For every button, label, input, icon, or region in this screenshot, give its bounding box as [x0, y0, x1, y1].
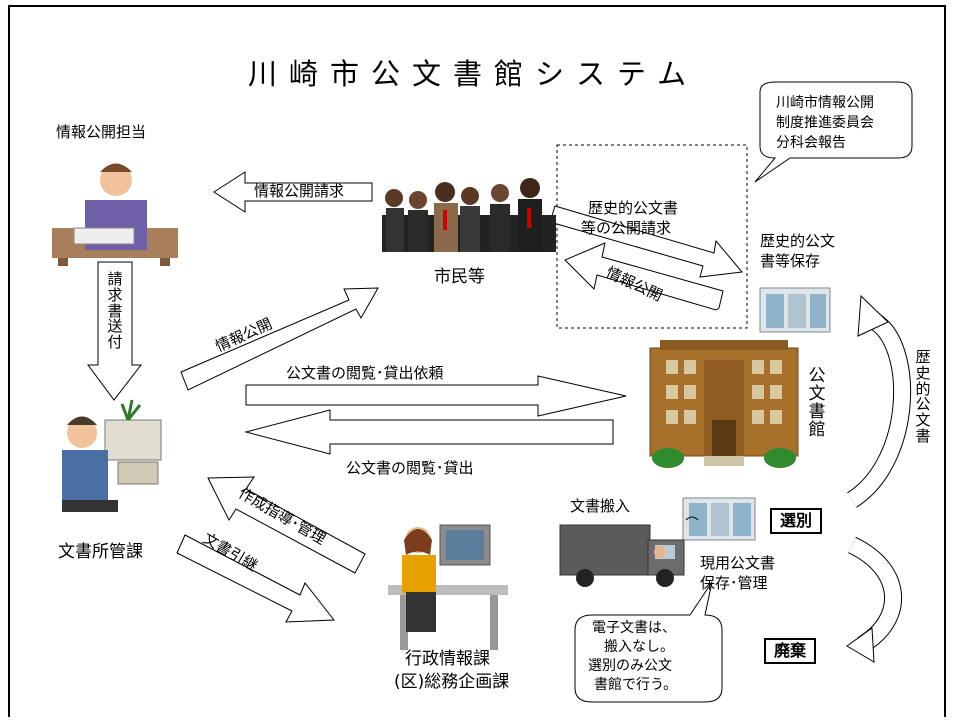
arrow-info-disclosure-2	[564, 242, 724, 311]
callout-electronic-line1: 電子文書は、	[592, 620, 676, 636]
callout-committee	[754, 81, 913, 183]
label-historical-request-2: 等の公開請求	[581, 219, 672, 237]
label-request-forwarding: 請求書送付	[107, 270, 123, 351]
page-title: 川崎市公文書館システム	[248, 57, 699, 91]
truck-icon	[559, 516, 699, 587]
arrow-creation-guidance	[207, 476, 366, 574]
archives-building-icon	[649, 340, 799, 468]
current-shelf-icon	[682, 497, 756, 541]
historical-request-region	[556, 144, 748, 329]
office-worker-icon	[62, 399, 162, 512]
arrow-document-handover	[176, 534, 335, 623]
arrow-request-forwarding	[87, 261, 143, 401]
label-selection: 選別	[770, 508, 823, 535]
arrow-historical-request	[549, 205, 743, 278]
staff-person-icon	[52, 163, 178, 266]
label-historical-request-1: 歴史的公文書	[588, 199, 679, 217]
diagram-frame	[8, 5, 946, 717]
callout-electronic-line2: 搬入なし。	[604, 639, 674, 655]
label-current-storage-1: 現用公文書	[700, 554, 776, 572]
label-document-transfer: 文書搬入	[570, 497, 631, 515]
label-current-storage-2: 保存･管理	[700, 574, 768, 592]
label-citizens: 市民等	[434, 267, 485, 287]
label-historical-storage-2: 書等保存	[760, 252, 821, 270]
callout-committee-line1: 川崎市情報公開	[776, 95, 874, 111]
citizens-group-icon	[382, 178, 556, 252]
label-loan: 公文書の閲覧･貸出	[346, 459, 474, 477]
label-info-disclosure-request: 情報公開請求	[254, 182, 345, 200]
label-loan-request: 公文書の閲覧･貸出依頼	[286, 364, 444, 382]
historical-shelf-icon	[759, 287, 831, 333]
label-document-division: 文書所管課	[58, 542, 143, 562]
arrow-loan-request	[245, 375, 627, 417]
callout-committee-line2: 制度推進委員会	[776, 115, 874, 131]
label-archives: 公文書館	[808, 366, 826, 440]
label-general-affairs-section: (区)総務企画課	[394, 672, 510, 692]
callout-electronic	[574, 581, 723, 703]
callout-electronic-line4: 書館で行う。	[594, 677, 678, 693]
label-admin-info-section: 行政情報課	[405, 649, 490, 669]
label-historical-documents: 歴史的公文書	[915, 348, 931, 445]
arrow-info-disclosure-1	[180, 287, 379, 391]
label-historical-storage-1: 歴史的公文	[760, 232, 836, 250]
callout-electronic-line3: 選別のみ公文	[588, 658, 672, 674]
arrow-info-request	[213, 171, 373, 213]
arrow-loan	[244, 409, 614, 455]
woman-computer-icon	[388, 524, 508, 650]
label-disposal: 廃棄	[764, 638, 817, 665]
callout-committee-line3: 分科会報告	[776, 135, 846, 151]
label-info-disclosure-staff: 情報公開担当	[56, 123, 147, 141]
